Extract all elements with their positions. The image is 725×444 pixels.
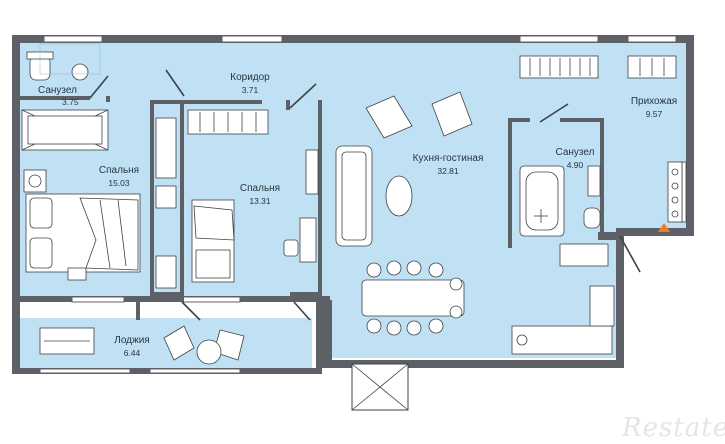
bath-right-fixtures xyxy=(519,165,601,237)
room-name-bedroom-2: Спальня xyxy=(240,183,280,194)
room-area-bath-right: 4.90 xyxy=(567,160,584,170)
bath-left-fixtures xyxy=(21,51,109,151)
loggia-furniture xyxy=(39,325,245,365)
bedroom-2-furniture xyxy=(187,109,319,283)
entrance-icon xyxy=(658,223,670,232)
room-area-hallway: 9.57 xyxy=(646,109,663,119)
room-area-kitchen-living: 32.81 xyxy=(437,166,459,176)
room-area-bath-left: 3.75 xyxy=(62,97,79,107)
room-name-kitchen-living: Кухня-гостиная xyxy=(413,153,484,164)
room-name-bedroom-1: Спальня xyxy=(99,165,139,176)
room-name-hallway: Прихожая xyxy=(631,96,677,107)
bedroom-1-furniture xyxy=(23,117,177,289)
room-area-loggia: 6.44 xyxy=(124,348,141,358)
watermark: Restate xyxy=(621,413,725,443)
room-name-bath-left: Санузел xyxy=(38,85,77,96)
kitchen-living-furniture xyxy=(335,91,615,355)
room-area-bedroom-2: 13.31 xyxy=(249,196,271,206)
room-name-loggia: Лоджия xyxy=(114,335,149,346)
room-area-corridor: 3.71 xyxy=(242,85,259,95)
room-area-bedroom-1: 15.03 xyxy=(108,178,130,188)
room-name-corridor: Коридор xyxy=(230,72,270,83)
room-name-bath-right: Санузел xyxy=(556,147,595,158)
